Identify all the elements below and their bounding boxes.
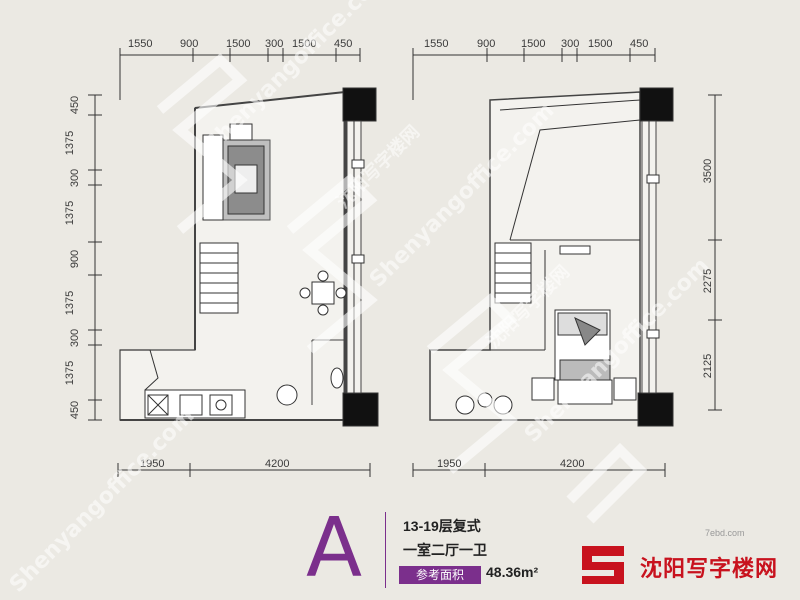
dim-label: 450 bbox=[69, 95, 82, 115]
dim-label: 1550 bbox=[128, 38, 153, 50]
dim-label: 4200 bbox=[560, 458, 585, 470]
dim-label: 1375 bbox=[64, 130, 77, 156]
dim-label: 2125 bbox=[702, 353, 715, 379]
watermark-logos bbox=[156, 53, 648, 524]
left-side-ticks bbox=[88, 94, 102, 421]
left-dining-set bbox=[299, 270, 347, 316]
dim-label: 4200 bbox=[265, 458, 290, 470]
right-floor-plan bbox=[412, 48, 722, 477]
brand-logo-mark bbox=[582, 546, 624, 584]
dim-label: 1950 bbox=[140, 458, 165, 470]
dim-label: 450 bbox=[334, 38, 353, 50]
left-kitchen bbox=[144, 384, 298, 419]
dim-label: 300 bbox=[561, 38, 580, 50]
right-bed bbox=[531, 309, 637, 405]
unit-letter: A bbox=[306, 501, 363, 596]
dim-label: 900 bbox=[477, 38, 496, 50]
area-value: 48.36m² bbox=[486, 564, 539, 580]
brand-logo-text: 沈阳写字楼网 bbox=[640, 556, 779, 581]
left-stair bbox=[199, 242, 239, 314]
dim-label: 3500 bbox=[702, 158, 715, 184]
left-top-ticks bbox=[119, 48, 361, 100]
dim-label: 450 bbox=[630, 38, 649, 50]
floor-range: 13-19层复式 bbox=[403, 518, 481, 534]
left-floor-plan bbox=[88, 48, 379, 477]
small-site-watermark: 7ebd.com bbox=[705, 528, 745, 538]
dim-label: 1375 bbox=[64, 200, 77, 226]
dim-label: 900 bbox=[180, 38, 199, 50]
dim-label: 1500 bbox=[226, 38, 251, 50]
dim-label: 1950 bbox=[437, 458, 462, 470]
dim-label: 1500 bbox=[588, 38, 613, 50]
dim-label: 1375 bbox=[64, 360, 77, 386]
room-layout: 一室二厅一卫 bbox=[403, 542, 487, 558]
dim-label: 1375 bbox=[64, 290, 77, 316]
dim-label: 2275 bbox=[702, 268, 715, 294]
dim-label: 450 bbox=[69, 400, 82, 420]
dim-label: 1550 bbox=[424, 38, 449, 50]
dim-label: 300 bbox=[69, 168, 82, 188]
dim-label: 1500 bbox=[292, 38, 317, 50]
dim-label: 900 bbox=[69, 249, 82, 269]
dim-label: 1500 bbox=[521, 38, 546, 50]
dim-label: 300 bbox=[69, 328, 82, 348]
dim-label: 300 bbox=[265, 38, 284, 50]
info-divider bbox=[385, 512, 386, 588]
area-label-badge: 参考面积 bbox=[399, 566, 481, 584]
